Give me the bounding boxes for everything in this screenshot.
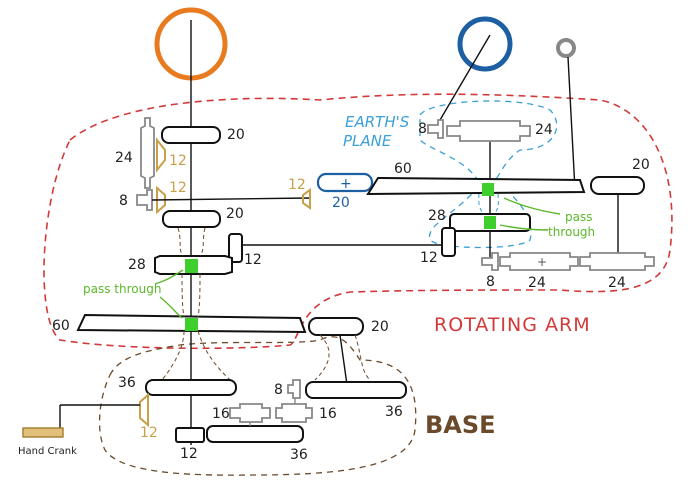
gear-20-blue-label: 20 <box>332 195 350 211</box>
earth-shaft <box>439 34 491 121</box>
gear-12-left-c-label: 12 <box>244 252 262 268</box>
gear-8-left <box>136 189 153 211</box>
gear-12-base-label: 12 <box>140 425 158 441</box>
gear-8-earth <box>427 119 444 139</box>
pass-through-guide-right <box>478 193 499 215</box>
bevel-12-base <box>139 392 149 428</box>
gear-20-top-label: 20 <box>227 127 245 143</box>
moon-icon <box>556 38 576 58</box>
pass-through-guide-left <box>161 227 231 381</box>
gear-28-left-label: 28 <box>128 257 146 273</box>
bevel-12-mid <box>302 188 311 210</box>
gear-12-left-c <box>228 233 243 263</box>
gear-8-base-label: 8 <box>274 382 283 398</box>
gear-16-right-label: 16 <box>319 406 337 422</box>
pass-through-left-arrow-b <box>159 296 183 319</box>
base-label: BASE <box>425 411 496 439</box>
gear-8-right-bottom-label: 8 <box>486 274 495 290</box>
gear-8-earth-label: 8 <box>418 121 427 137</box>
gear-36-left-label: 36 <box>118 375 136 391</box>
gear-28-right-label: 28 <box>428 208 446 224</box>
gear-8-right-bottom <box>481 252 499 271</box>
pass-through-right-label-2: through <box>548 225 595 239</box>
gear-8-left-label: 8 <box>119 193 128 209</box>
hand-crank-icon[interactable] <box>22 427 64 438</box>
hand-crank-label: Hand Crank <box>18 446 77 457</box>
gear-12-bottom-label: 12 <box>180 446 198 462</box>
earth-icon <box>457 16 513 72</box>
gear-12-right-label: 12 <box>420 250 438 266</box>
gear-24-right-a <box>499 252 579 271</box>
pass-through-right-label-1: pass <box>565 210 592 224</box>
plus-blue-icon: + <box>340 176 352 192</box>
pass-through-left-label: pass through <box>83 282 161 296</box>
gear-24-right-a-label: 24 <box>528 275 546 291</box>
gear-20-bottom-right <box>308 317 364 336</box>
gear-24-right-b-label: 24 <box>608 275 626 291</box>
gear-16-left <box>229 403 271 423</box>
gear-20-top <box>161 126 221 144</box>
earths-plane-label-2: PLANE <box>343 132 392 150</box>
rotating-arm-outline <box>43 93 673 350</box>
gear-20-mid-label: 20 <box>226 206 244 222</box>
gear-36-bottom <box>206 425 304 443</box>
pass-through-block-left <box>185 259 198 273</box>
pass-through-block-top <box>482 183 494 196</box>
bevel-12-left-a <box>156 137 166 173</box>
pass-through-right-arrow-b <box>499 224 549 231</box>
bevel-12-mid-label: 12 <box>288 177 306 193</box>
pass-through-left-arrow-a <box>154 269 184 285</box>
pass-through-right-arrow-a <box>503 197 561 215</box>
gear-24-right-b <box>579 252 655 271</box>
rotating-arm-label: ROTATING ARM <box>434 314 591 336</box>
pass-through-block-bottom <box>185 318 198 331</box>
pass-through-block-mid <box>484 216 496 229</box>
gear-36-left <box>145 379 237 396</box>
gear-12-bottom <box>175 427 205 443</box>
moon-shaft <box>567 56 576 191</box>
gear-16-left-label: 16 <box>212 406 230 422</box>
bevel-12-left-b-label: 12 <box>169 180 187 196</box>
gear-24-left <box>140 117 155 189</box>
gear-60-top <box>366 176 586 196</box>
gear-60-top-label: 60 <box>394 161 412 177</box>
gear-20-mid <box>162 210 221 228</box>
gear-36-bottom-label: 36 <box>290 447 308 463</box>
gear-20-blue <box>316 172 374 193</box>
gear-24-left-label: 24 <box>115 150 133 166</box>
plus-gray-icon: + <box>537 255 547 269</box>
gear-20-right-label: 20 <box>632 157 650 173</box>
bevel-12-left-a-label: 12 <box>169 153 187 169</box>
base-connector-guide <box>314 334 371 381</box>
horizontal-shaft-top <box>151 197 311 201</box>
gear-36-right <box>305 381 407 399</box>
gear-24-earth <box>446 120 531 142</box>
earths-plane-label-1: EARTH'S <box>345 113 410 131</box>
bevel-12-left-b <box>156 185 166 215</box>
gear-8-base <box>287 379 301 399</box>
gear-20-right <box>590 176 645 195</box>
gear-60-left-label: 60 <box>52 318 70 334</box>
gear-20-bottom-right-label: 20 <box>371 319 389 335</box>
gear-16-right <box>275 403 313 423</box>
gear-24-earth-label: 24 <box>535 122 553 138</box>
gear-36-right-label: 36 <box>385 404 403 420</box>
gear-12-right <box>441 227 456 257</box>
